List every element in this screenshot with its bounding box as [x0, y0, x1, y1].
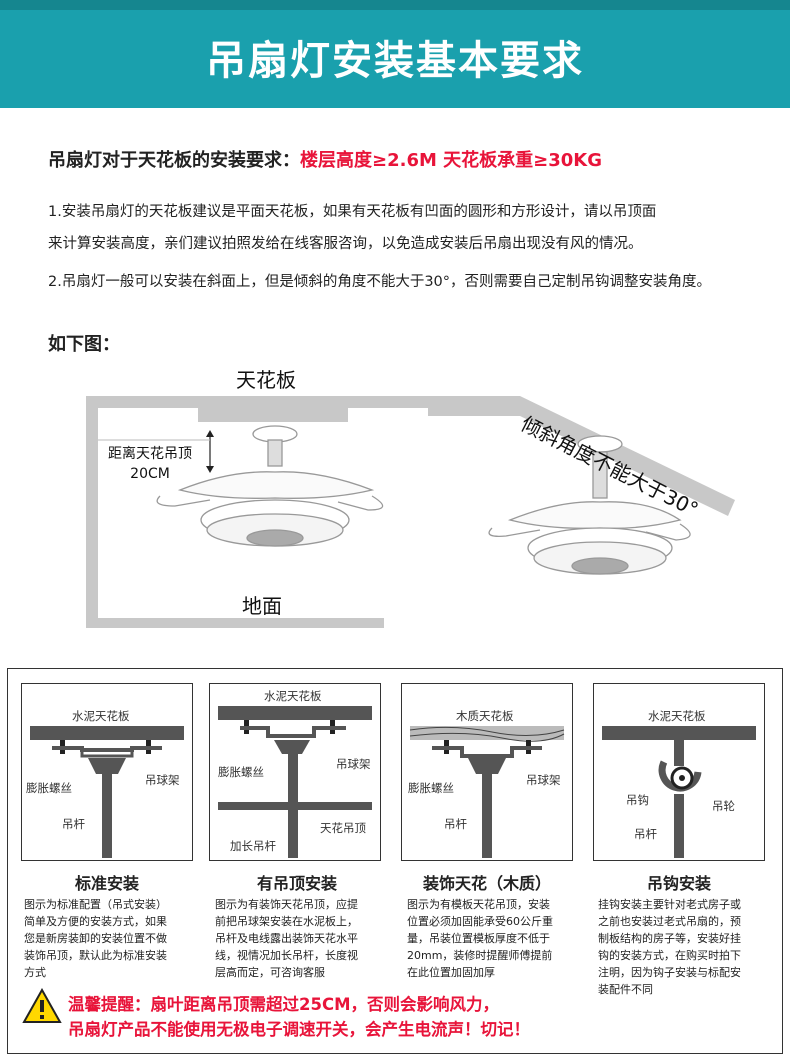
ceiling-fan-right — [488, 435, 691, 575]
distance-label: 距离天花吊顶 20CM — [108, 444, 192, 484]
card2-bracket-label: 吊球架 — [336, 757, 371, 771]
ceiling-requirements: 吊扇灯对于天花板的安装要求：楼层高度≥2.6M 天花板承重≥30KG — [48, 146, 602, 172]
figure-label: 如下图： — [48, 334, 120, 355]
card1-desc-line: 方式 — [24, 966, 46, 979]
card4-desc-line: 之前也安装过老式吊扇的，预 — [598, 915, 741, 928]
room-illustration — [86, 396, 735, 628]
card1-description: 图示为标准配置（吊式安装） 简单及方便的安装方式，如果 您是新房装卸的安装位置不… — [24, 896, 204, 981]
warning-line-2: 吊扇灯产品不能使用无极电子调速开关，会产生电流声！切记！ — [68, 1020, 530, 1039]
card2-rod-label: 加长吊杆 — [230, 839, 276, 853]
card3-description: 图示为有模板天花吊顶，安装 位置必须加固能承受60公斤重 量，吊装位置模板厚度不… — [407, 896, 587, 981]
card1-desc-line: 装饰吊顶，默认此为标准安装 — [24, 949, 167, 962]
requirements-label: 吊扇灯对于天花板的安装要求： — [48, 150, 300, 171]
header-banner: 吊扇灯安装基本要求 — [0, 0, 790, 108]
paragraph-1-line-1: 1.安装吊扇灯的天花板建议是平面天花板，如果有天花板有凹面的圆形和方形设计，请以… — [48, 204, 657, 220]
card1-title: 标准安装 — [74, 874, 139, 893]
paragraph-2: 2.吊扇灯一般可以安装在斜面上，但是倾斜的角度不能大于30°，否则需要自己定制吊… — [48, 274, 712, 290]
card2-suspended-label: 天花吊顶 — [320, 821, 366, 835]
card1-desc-line: 您是新房装卸的安装位置不做 — [24, 932, 167, 945]
card4-wheel-label: 吊轮 — [712, 799, 735, 813]
card3-bracket-label: 吊球架 — [526, 773, 561, 787]
card4-ceiling-label: 水泥天花板 — [648, 709, 706, 723]
card4-desc-line: 挂钩安装主要针对老式房子或 — [598, 898, 741, 911]
card2-title: 有吊顶安装 — [256, 874, 337, 893]
card-standard-diagram — [21, 683, 193, 861]
page-title: 吊扇灯安装基本要求 — [206, 38, 584, 84]
installation-types-panel — [7, 668, 783, 1054]
card1-desc-line: 图示为标准配置（吊式安装） — [24, 898, 167, 911]
card-hook-diagram — [593, 683, 765, 861]
card2-description: 图示为有装饰天花吊顶，应提 前把吊球架安装在水泥板上， 吊杆及电线露出装饰天花水… — [215, 896, 395, 981]
card4-description: 挂钩安装主要针对老式房子或 之前也安装过老式吊扇的，预 制板结构的房子等，安装好… — [598, 896, 778, 998]
card2-screw-label: 膨胀螺丝 — [218, 765, 264, 779]
card3-desc-line: 量，吊装位置模板厚度不低于 — [407, 932, 550, 945]
wood-install-illustration — [409, 726, 565, 858]
card4-desc-line: 装配件不同 — [598, 983, 653, 996]
card2-desc-line: 前把吊球架安装在水泥板上， — [215, 915, 358, 928]
card2-desc-line: 层高而定，可咨询客服 — [215, 966, 325, 979]
card2-desc-line: 图示为有装饰天花吊顶，应提 — [215, 898, 358, 911]
card2-ceiling-label: 水泥天花板 — [264, 689, 322, 703]
card1-screw-label: 膨胀螺丝 — [26, 781, 72, 795]
card3-rod-label: 吊杆 — [444, 817, 467, 831]
installation-diagram: 天花板 地面 距离天花吊顶 20CM 倾斜角度不能大于30° — [0, 360, 790, 640]
standard-install-illustration — [30, 726, 184, 858]
arrow-head-up — [206, 430, 214, 437]
card1-desc-line: 简单及方便的安装方式，如果 — [24, 915, 167, 928]
card1-ceiling-label: 水泥天花板 — [72, 709, 130, 723]
card-wood-diagram — [401, 683, 573, 861]
card3-desc-line: 位置必须加固能承受60公斤重 — [407, 915, 553, 928]
card4-rod-label: 吊杆 — [634, 827, 657, 841]
card3-ceiling-label: 木质天花板 — [456, 709, 514, 723]
warning-block — [22, 987, 62, 1028]
card3-desc-line: 图示为有模板天花吊顶，安装 — [407, 898, 550, 911]
ceiling-label: 天花板 — [236, 368, 296, 392]
requirements-highlight: 楼层高度≥2.6M 天花板承重≥30KG — [300, 150, 602, 171]
arrow-head-down — [206, 466, 214, 473]
paragraph-1-line-2: 来计算安装高度，亲们建议拍照发给在线客服咨询，以免造成安装后吊扇出现没有风的情况… — [48, 236, 643, 252]
card-suspended-diagram — [209, 683, 381, 861]
ceiling-fan-left — [156, 425, 384, 547]
banner-stripe — [0, 0, 790, 10]
card4-hook-label: 吊钩 — [626, 793, 649, 807]
distance-line-2: 20CM — [130, 466, 170, 482]
card1-bracket-label: 吊球架 — [145, 773, 180, 787]
warning-triangle-icon — [22, 987, 62, 1023]
warning-line-1: 温馨提醒：扇叶距离吊顶需超过25CM，否则会影响风力， — [68, 995, 499, 1014]
card3-desc-line: 20mm，装修时提醒师傅提前 — [407, 949, 553, 962]
card4-title: 吊钩安装 — [646, 874, 711, 893]
card4-desc-line: 制板结构的房子等，安装好挂 — [598, 932, 741, 945]
card3-screw-label: 膨胀螺丝 — [408, 781, 454, 795]
card1-rod-label: 吊杆 — [62, 817, 85, 831]
card2-desc-line: 线，视情况加长吊杆，长度视 — [215, 949, 358, 962]
hook-install-illustration — [602, 726, 756, 858]
paragraph-1: 1.安装吊扇灯的天花板建议是平面天花板，如果有天花板有凹面的圆形和方形设计，请以… — [48, 196, 768, 260]
card3-desc-line: 在此位置加固加厚 — [407, 966, 495, 979]
distance-line-1: 距离天花吊顶 — [108, 446, 192, 462]
floor-label: 地面 — [242, 594, 282, 618]
card4-desc-line: 钩的安装方式，在购买时拍下 — [598, 949, 741, 962]
card3-title: 装饰天花（木质） — [422, 874, 551, 893]
card4-desc-line: 注明，因为钩子安装与标配安 — [598, 966, 741, 979]
card2-desc-line: 吊杆及电线露出装饰天花水平 — [215, 932, 358, 945]
suspended-install-illustration — [218, 706, 372, 858]
